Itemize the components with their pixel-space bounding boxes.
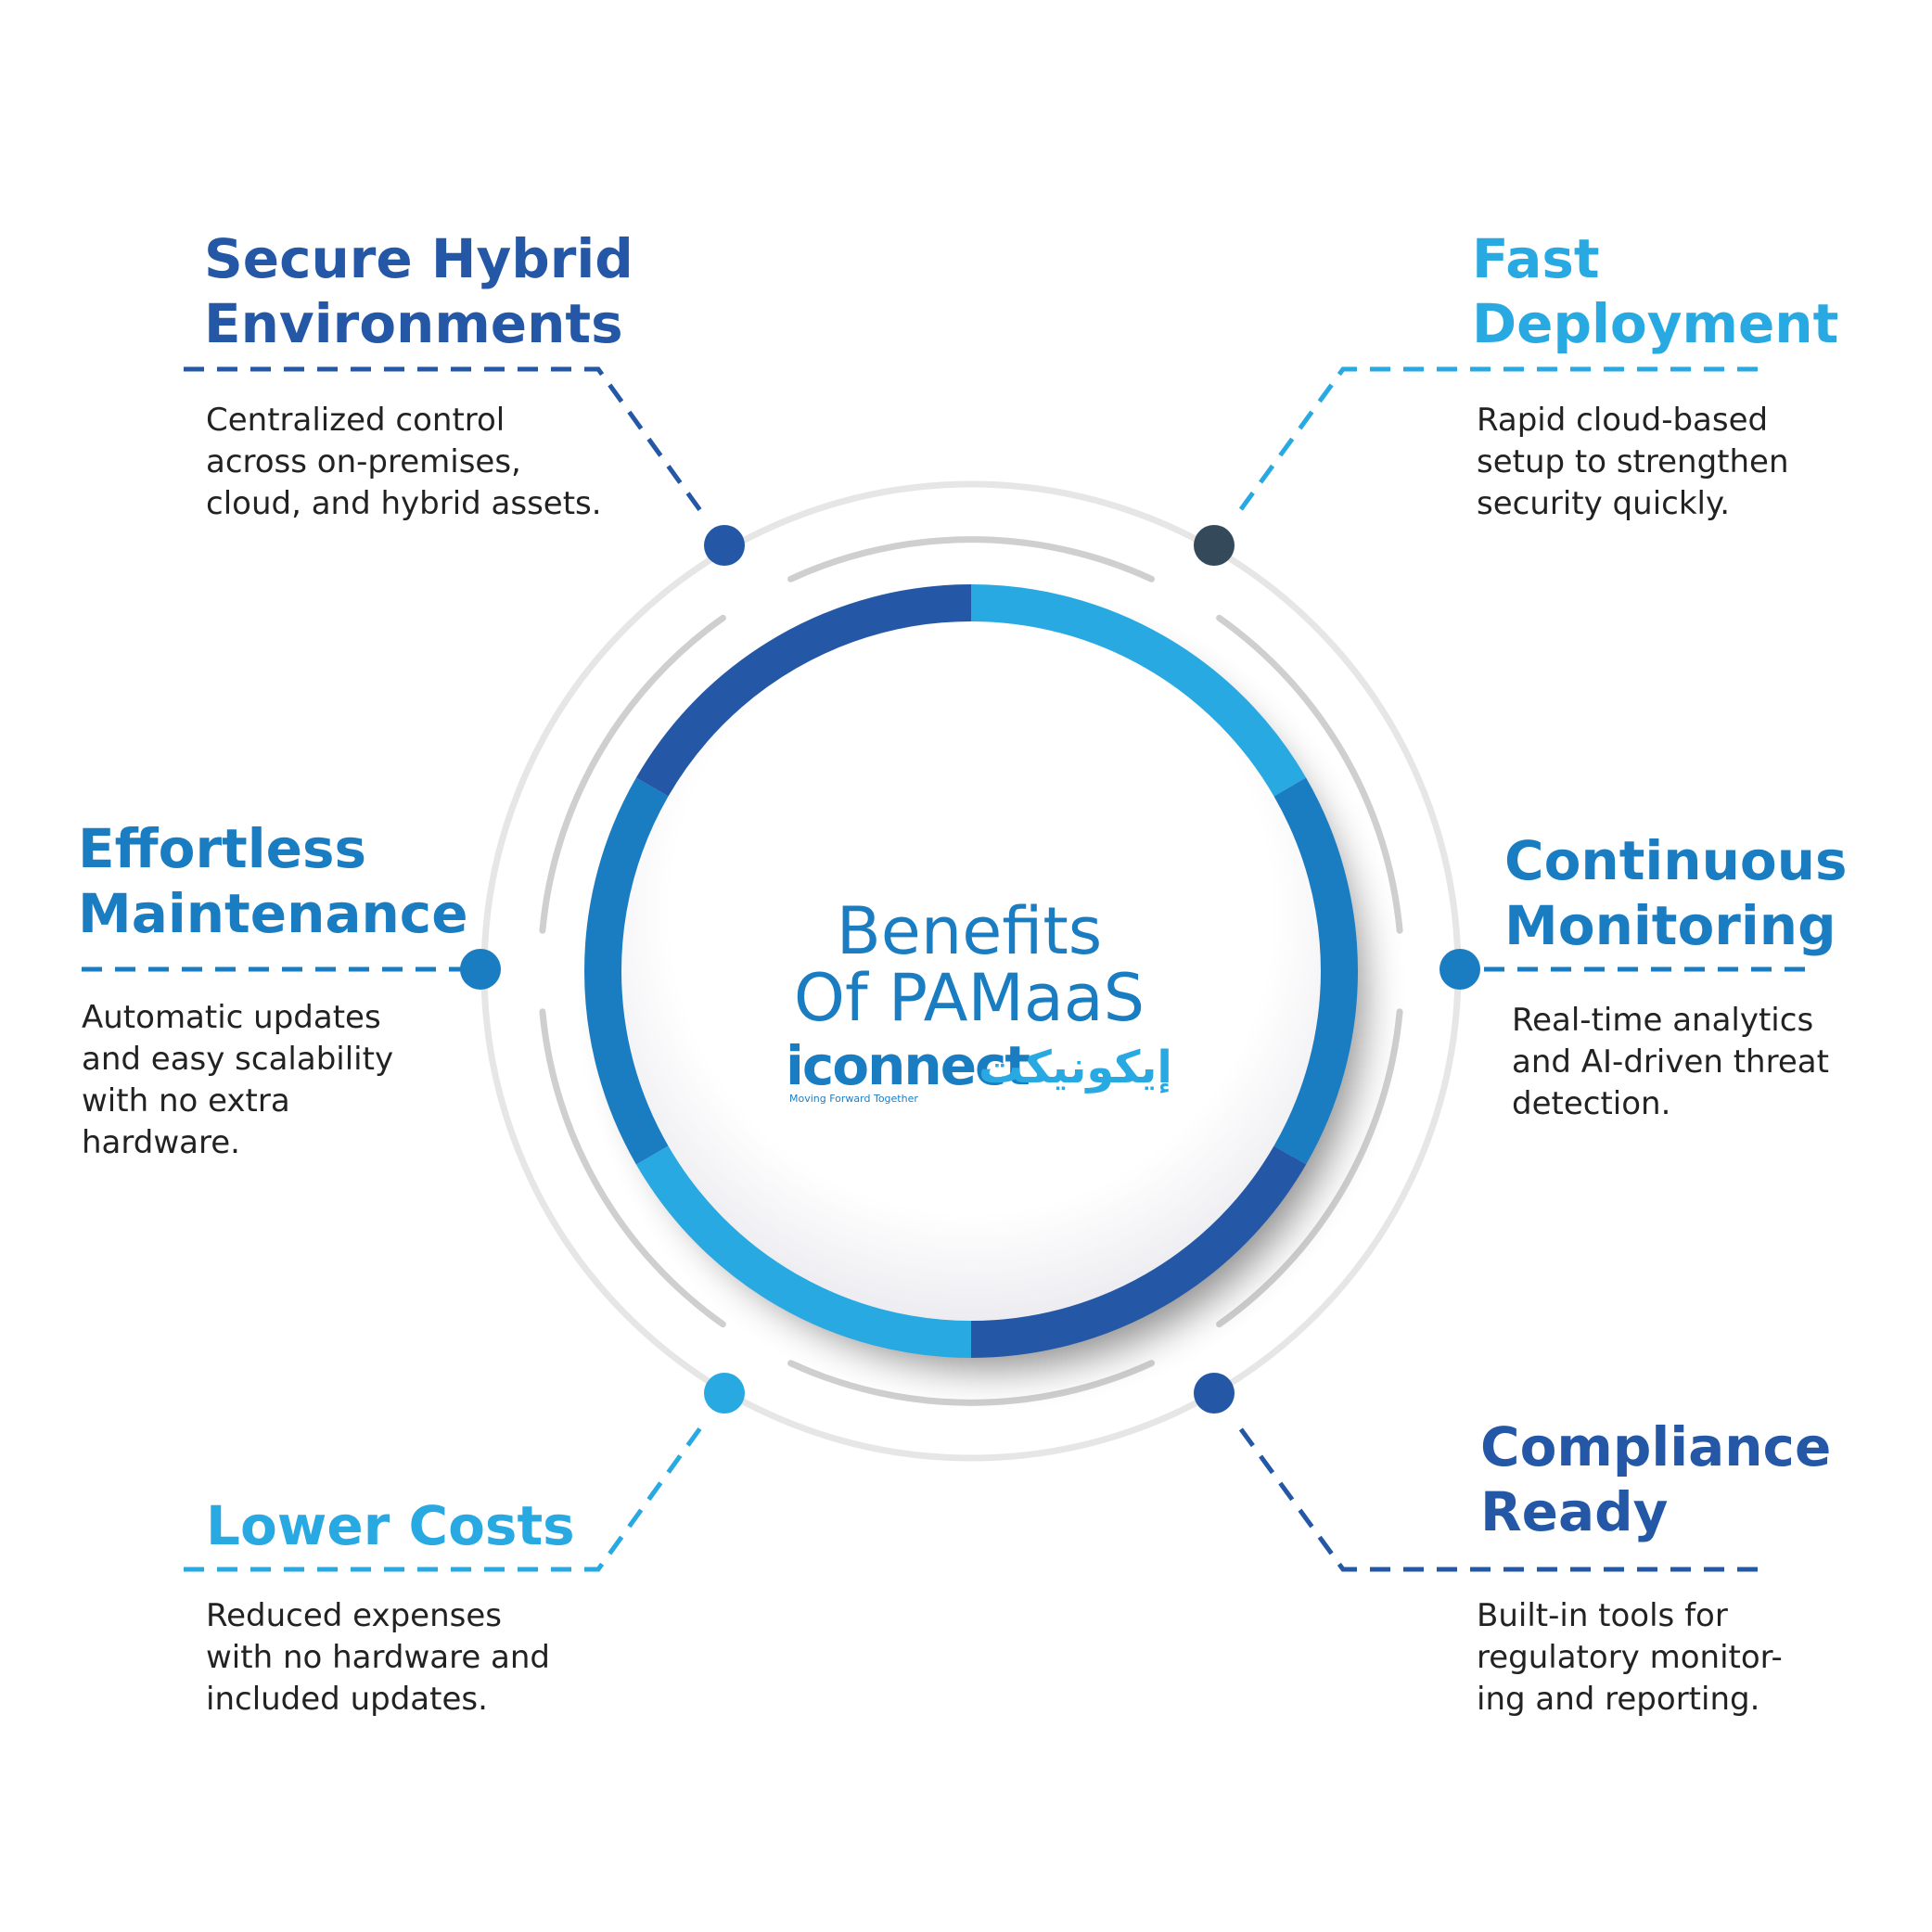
dot-effortless-maintenance: [460, 949, 501, 990]
desc-line: Built-in tools for: [1477, 1597, 1728, 1634]
benefit-desc-fast-deployment: Rapid cloud-based setup to strengthen se…: [1477, 400, 1789, 525]
desc-line: across on-premises,: [206, 443, 521, 480]
benefit-desc-effortless-maintenance: Automatic updates and easy scalability w…: [82, 997, 393, 1164]
desc-line: with no hardware and: [206, 1639, 551, 1676]
connector-fast-deployment: [1231, 366, 1758, 521]
benefit-desc-continuous-monitoring: Real-time analytics and AI-driven threat…: [1512, 1000, 1829, 1125]
gray-arc-bottom-right: [1216, 1008, 1403, 1328]
dot-lower-costs: [704, 1373, 745, 1414]
benefit-desc-lower-costs: Reduced expenses with no hardware and in…: [206, 1595, 550, 1721]
gray-arc-top: [787, 536, 1155, 582]
dot-compliance-ready: [1194, 1373, 1235, 1414]
ring-seg-right: [1273, 777, 1358, 1165]
title-line: Environments: [204, 292, 623, 355]
desc-line: Real-time analytics: [1512, 1002, 1814, 1039]
title-line: Fast: [1472, 227, 1600, 290]
desc-line: Centralized control: [206, 402, 505, 439]
title-line: Monitoring: [1504, 894, 1836, 957]
gray-arc-ring: [539, 536, 1403, 1406]
desc-line: and AI-driven threat: [1512, 1043, 1829, 1081]
ring-seg-top-left: [635, 584, 972, 797]
title-line: Effortless: [78, 817, 367, 880]
connector-lower-costs: [184, 1417, 710, 1572]
gray-arc-top-left: [539, 614, 726, 934]
title-line: Compliance: [1480, 1415, 1832, 1478]
desc-line: with no extra: [82, 1082, 290, 1120]
desc-line: setup to strengthen: [1477, 443, 1789, 480]
title-line: Lower Costs: [206, 1494, 575, 1557]
center-title-line2: Of PAMaaS: [793, 960, 1145, 1036]
dot-secure-hybrid: [704, 525, 745, 566]
desc-line: regulatory monitor-: [1477, 1639, 1783, 1676]
benefit-title-lower-costs: Lower Costs: [206, 1493, 575, 1558]
dot-fast-deployment: [1194, 525, 1235, 566]
connector-compliance-ready: [1231, 1417, 1758, 1572]
title-line: Secure Hybrid: [204, 227, 633, 290]
logo-tagline: Moving Forward Together: [789, 1093, 918, 1105]
benefit-desc-compliance-ready: Built-in tools for regulatory monitor- i…: [1477, 1595, 1783, 1721]
connector-secure-hybrid: [184, 366, 710, 521]
ring-seg-bottom-right: [970, 1145, 1307, 1358]
title-line: Continuous: [1504, 829, 1848, 892]
iconnect-logo: iconnect إيكونيكت Moving Forward Togethe…: [786, 1034, 1172, 1111]
gray-arc-top-right: [1216, 614, 1403, 934]
title-line: Maintenance: [78, 882, 468, 945]
title-line: Deployment: [1472, 292, 1839, 355]
benefit-desc-secure-hybrid: Centralized control across on-premises, …: [206, 400, 602, 525]
center-disc: [600, 600, 1342, 1342]
desc-line: included updates.: [206, 1681, 488, 1718]
logo-wordmark: iconnect: [786, 1034, 1030, 1097]
benefit-title-compliance-ready: Compliance Ready: [1480, 1414, 1831, 1544]
benefit-title-effortless-maintenance: Effortless Maintenance: [78, 816, 468, 946]
benefit-title-fast-deployment: Fast Deployment: [1472, 226, 1838, 356]
desc-line: and easy scalability: [82, 1041, 394, 1078]
ring-seg-top-right: [970, 584, 1307, 797]
ring-seg-bottom-left: [635, 1145, 972, 1358]
desc-line: Automatic updates: [82, 999, 381, 1036]
desc-line: detection.: [1512, 1085, 1671, 1122]
benefit-title-continuous-monitoring: Continuous Monitoring: [1504, 828, 1848, 958]
center-title-line1: Benefits: [836, 893, 1103, 969]
dot-continuous-monitoring: [1439, 949, 1480, 990]
connector-lines: [82, 366, 1809, 1572]
colored-ring: [584, 584, 1358, 1358]
benefit-title-secure-hybrid: Secure Hybrid Environments: [204, 226, 633, 356]
desc-line: hardware.: [82, 1124, 240, 1161]
desc-line: cloud, and hybrid assets.: [206, 485, 602, 522]
desc-line: security quickly.: [1477, 485, 1731, 522]
center-title: Benefits Of PAMaaS: [723, 898, 1215, 1031]
logo-arabic-wordmark: إيكونيكت: [979, 1042, 1172, 1094]
desc-line: ing and reporting.: [1477, 1681, 1760, 1718]
ring-seg-left: [584, 777, 669, 1165]
desc-line: Rapid cloud-based: [1477, 402, 1769, 439]
title-line: Ready: [1480, 1480, 1669, 1543]
gray-arc-bottom-left: [539, 1008, 726, 1328]
desc-line: Reduced expenses: [206, 1597, 502, 1634]
gray-arc-bottom: [787, 1360, 1155, 1406]
